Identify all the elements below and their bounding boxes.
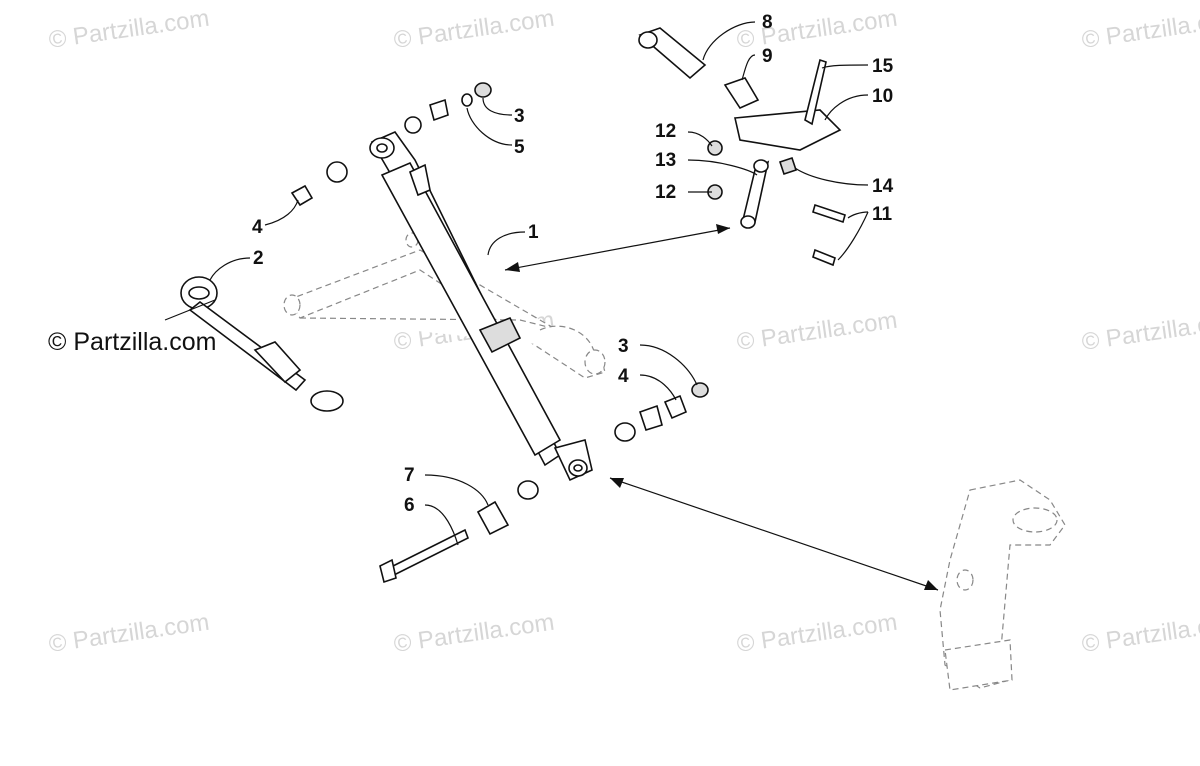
- bolt-spacer: [379, 480, 539, 584]
- watermark: © Partzilla.com: [392, 5, 556, 54]
- callout-4-upper: 4: [252, 217, 263, 238]
- watermark: © Partzilla.com: [1080, 307, 1200, 356]
- callouts: 1 2 3 5 4 8 9 15 10 12 13 12 14 11 3 4 7…: [252, 12, 894, 516]
- upper-hardware: [290, 82, 492, 207]
- watermark: © Partzilla.com: [735, 609, 899, 658]
- callout-5: 5: [514, 137, 525, 158]
- watermark: © Partzilla.com: [47, 609, 211, 658]
- watermark: © Partzilla.com: [1080, 5, 1200, 54]
- callout-6: 6: [404, 495, 415, 516]
- shock-absorber: [369, 131, 593, 482]
- callout-2: 2: [253, 248, 264, 269]
- watermark: © Partzilla.com: [735, 307, 899, 356]
- callout-10: 10: [872, 86, 893, 107]
- sway-linkage: [638, 27, 846, 267]
- callout-3-upper: 3: [514, 106, 525, 127]
- callout-1: 1: [528, 222, 539, 243]
- callout-11: 11: [872, 204, 893, 225]
- lower-hardware: [614, 382, 709, 442]
- callout-3-lower: 3: [618, 336, 629, 357]
- callout-7: 7: [404, 465, 415, 486]
- callout-15: 15: [872, 56, 894, 77]
- watermark: © Partzilla.com: [1080, 609, 1200, 658]
- callout-12-lower: 12: [655, 182, 676, 203]
- callout-8: 8: [762, 12, 773, 33]
- callout-13: 13: [655, 150, 676, 171]
- watermark: © Partzilla.com: [47, 5, 211, 54]
- callout-12-upper: 12: [655, 121, 676, 142]
- leader-lines: [209, 21, 939, 591]
- spindle-ghost: [939, 479, 1066, 691]
- callout-9: 9: [762, 46, 773, 67]
- watermark-main: © Partzilla.com: [48, 328, 216, 356]
- watermark: © Partzilla.com: [735, 5, 899, 54]
- callout-4-lower: 4: [618, 366, 629, 387]
- watermark: © Partzilla.com: [392, 609, 556, 658]
- air-pump: [164, 276, 344, 412]
- callout-14: 14: [872, 176, 894, 197]
